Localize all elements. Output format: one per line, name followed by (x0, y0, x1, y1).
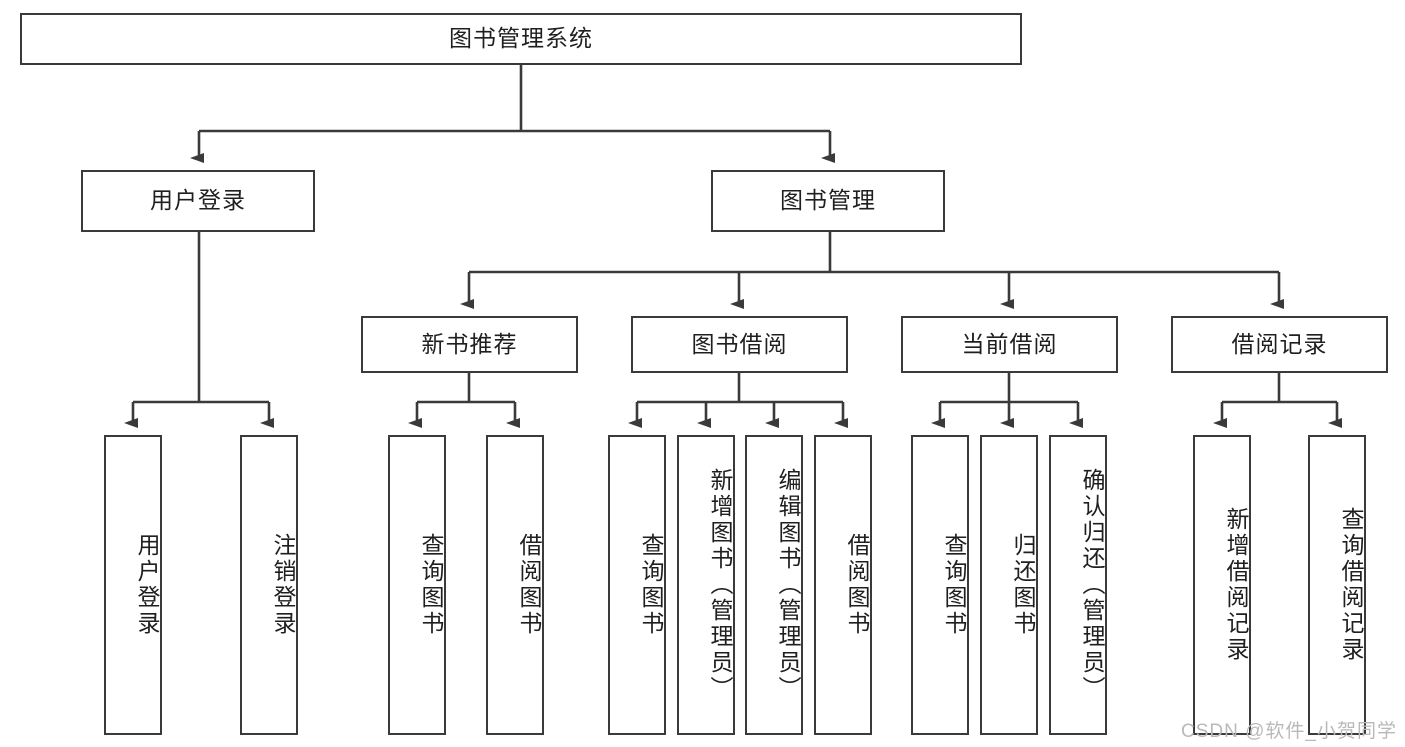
node-current-borrow[interactable]: 当前借阅 (901, 316, 1118, 373)
node-book-borrow[interactable]: 图书借阅 (631, 316, 848, 373)
leaf-user-login-logout[interactable]: 注销登录 (240, 435, 298, 735)
node-label: 编辑图书（管理员） (775, 468, 801, 702)
node-label: 用户登录 (134, 533, 160, 637)
node-label: 注销登录 (270, 533, 296, 637)
node-label: 借阅记录 (1231, 330, 1328, 357)
node-root-book-management-system[interactable]: 图书管理系统 (20, 13, 1022, 65)
node-label: 图书管理系统 (449, 25, 593, 52)
leaf-borrow-borrow-book[interactable]: 借阅图书 (814, 435, 872, 735)
node-label: 借阅图书 (844, 533, 870, 637)
leaf-borrow-edit-book-admin[interactable]: 编辑图书（管理员） (745, 435, 803, 735)
leaf-new-book-query-book[interactable]: 查询图书 (388, 435, 446, 735)
node-book-management[interactable]: 图书管理 (711, 170, 945, 232)
node-label: 查询借阅记录 (1338, 507, 1364, 663)
node-label: 图书管理 (780, 187, 876, 214)
node-label: 借阅图书 (516, 533, 542, 637)
node-label: 归还图书 (1010, 533, 1036, 637)
node-label: 新书推荐 (421, 330, 518, 357)
leaf-current-confirm-return-admin[interactable]: 确认归还（管理员） (1049, 435, 1107, 735)
node-borrow-record[interactable]: 借阅记录 (1171, 316, 1388, 373)
leaf-record-query-borrow-record[interactable]: 查询借阅记录 (1308, 435, 1366, 735)
watermark-text: CSDN @软件_小贺同学 (1181, 721, 1397, 742)
node-label: 查询图书 (941, 533, 967, 637)
node-label: 当前借阅 (961, 330, 1058, 357)
node-label: 用户登录 (150, 187, 246, 214)
node-label: 确认归还（管理员） (1079, 468, 1105, 702)
node-label: 新增借阅记录 (1223, 507, 1249, 663)
leaf-record-add-borrow-record[interactable]: 新增借阅记录 (1193, 435, 1251, 735)
leaf-user-login-login[interactable]: 用户登录 (104, 435, 162, 735)
leaf-current-query-book[interactable]: 查询图书 (911, 435, 969, 735)
leaf-current-return-book[interactable]: 归还图书 (980, 435, 1038, 735)
leaf-new-book-borrow-book[interactable]: 借阅图书 (486, 435, 544, 735)
leaf-borrow-query-book[interactable]: 查询图书 (608, 435, 666, 735)
node-label: 新增图书（管理员） (707, 468, 733, 702)
leaf-borrow-add-book-admin[interactable]: 新增图书（管理员） (677, 435, 735, 735)
node-new-book-recommend[interactable]: 新书推荐 (361, 316, 578, 373)
node-label: 查询图书 (418, 533, 444, 637)
node-user-login[interactable]: 用户登录 (81, 170, 315, 232)
node-label: 查询图书 (638, 533, 664, 637)
node-label: 图书借阅 (691, 330, 788, 357)
